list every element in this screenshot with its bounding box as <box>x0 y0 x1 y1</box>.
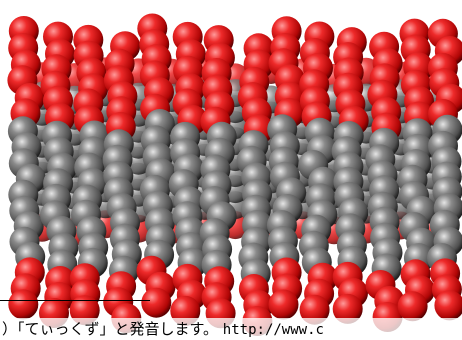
caption-divider <box>0 300 150 301</box>
head-group-atom <box>69 295 100 326</box>
head-group-atom <box>141 287 172 318</box>
atom-layer <box>7 13 462 336</box>
head-group-atom <box>8 289 39 320</box>
head-group-atom <box>434 290 462 321</box>
caption-japanese-text: ）「てぃっくず」と発音します。 <box>2 320 219 338</box>
head-group-atom <box>332 293 363 324</box>
head-group-atom <box>299 294 330 325</box>
caption-url-text[interactable]: http://www.c <box>222 322 324 338</box>
caption-bar: ）「てぃっくず」と発音します。 http://www.c <box>0 318 462 340</box>
head-group-atom <box>268 289 299 320</box>
head-group-atom <box>397 291 428 322</box>
